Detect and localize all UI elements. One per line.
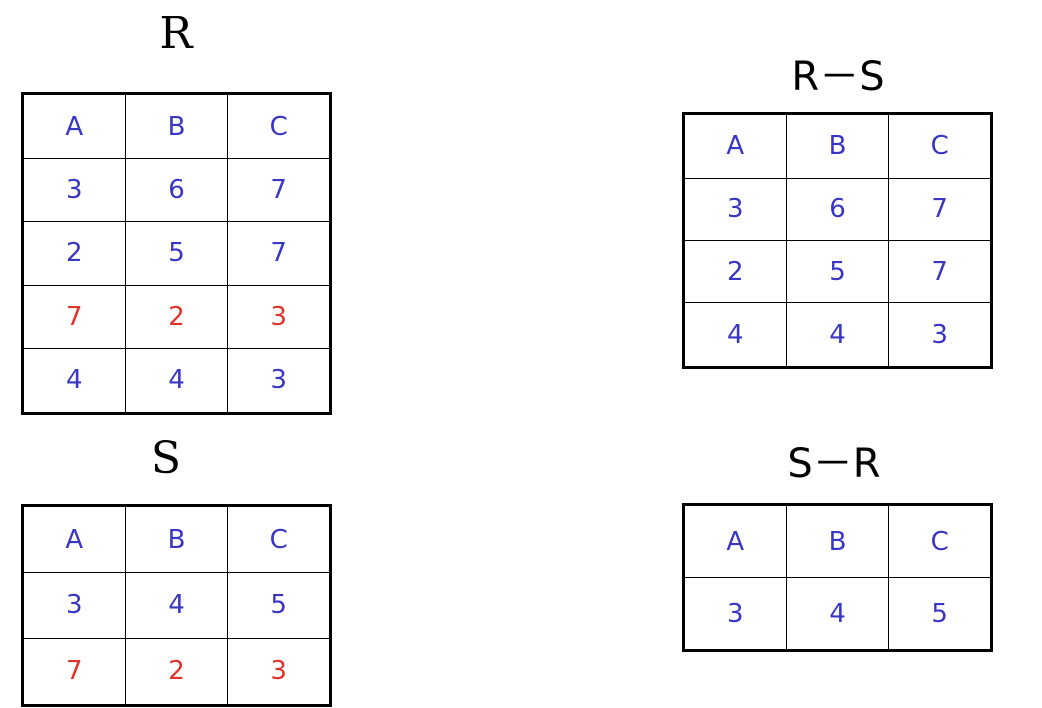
table-cell: 3 <box>22 572 126 639</box>
column-header-cell: A <box>22 504 126 574</box>
table-cell: 7 <box>22 284 126 349</box>
table-r-title: R <box>159 8 193 59</box>
column-header-cell: B <box>124 92 229 160</box>
table-cell: 3 <box>227 284 331 349</box>
table-cell: 2 <box>683 239 787 304</box>
table-cell: 7 <box>888 239 992 304</box>
column-header-cell: C <box>888 504 992 578</box>
table-cell: 7 <box>227 221 331 286</box>
column-header-cell: C <box>227 92 331 160</box>
column-header-cell: C <box>888 113 992 179</box>
table-cell: 4 <box>785 577 890 651</box>
table-cell: 6 <box>785 177 890 241</box>
table-cell: 5 <box>888 577 992 651</box>
table-cell: 7 <box>22 637 126 707</box>
table-cell: 4 <box>683 302 787 368</box>
table-cell: 3 <box>227 637 331 707</box>
table-cell: 3 <box>683 577 787 651</box>
table-cell: 2 <box>22 221 126 286</box>
table-cell: 5 <box>785 239 890 304</box>
table-cell: 7 <box>227 158 331 223</box>
table-cell: 7 <box>888 177 992 241</box>
table-r-minus-s-title: R－S <box>791 54 885 100</box>
table-cell: 3 <box>683 177 787 241</box>
column-header-cell: A <box>683 113 787 179</box>
table-cell: 5 <box>227 572 331 639</box>
column-header-cell: B <box>785 504 890 578</box>
table-cell: 3 <box>227 347 331 415</box>
table-s-title: S <box>150 433 182 484</box>
table-cell: 5 <box>124 221 229 286</box>
table-cell: 4 <box>124 572 229 639</box>
table-cell: 2 <box>124 637 229 707</box>
table-s-minus-r-title: S－R <box>787 441 881 487</box>
table-cell: 4 <box>785 302 890 368</box>
column-header-cell: B <box>785 113 890 179</box>
column-header-cell: A <box>22 92 126 160</box>
column-header-cell: B <box>124 504 229 574</box>
table-cell: 4 <box>124 347 229 415</box>
table-cell: 3 <box>22 158 126 223</box>
table-cell: 3 <box>888 302 992 368</box>
table-cell: 4 <box>22 347 126 415</box>
table-cell: 2 <box>124 284 229 349</box>
column-header-cell: C <box>227 504 331 574</box>
table-cell: 6 <box>124 158 229 223</box>
column-header-cell: A <box>683 504 787 578</box>
